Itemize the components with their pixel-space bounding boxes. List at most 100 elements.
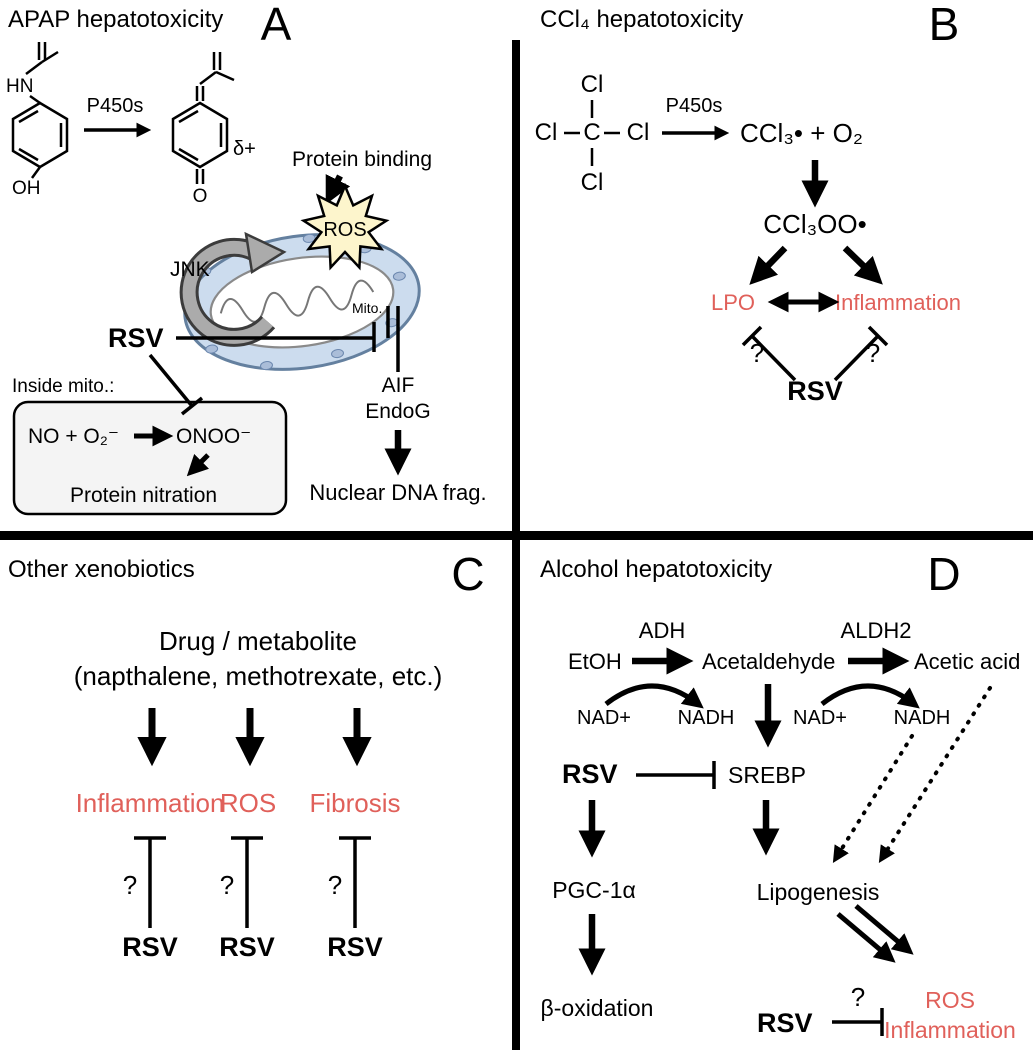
panel-c-target-fibrosis: Fibrosis [309, 788, 400, 818]
panel-dividers [0, 40, 1033, 1050]
panel-c-rsv-2: RSV [219, 932, 275, 962]
panel-d-letter: D [927, 548, 960, 600]
drug-metabolite-line1: Drug / metabolite [159, 626, 357, 656]
panel-a: APAP hepatotoxicity A OH HN P450s [6, 0, 487, 516]
napqi-o-label: O [193, 186, 208, 207]
panel-c-rsv-3: RSV [327, 932, 383, 962]
inside-mito-box [12, 400, 288, 516]
panel-b-inflammation-label: Inflammation [835, 290, 961, 315]
panel-b-rsv-inhibit-lpo [741, 325, 797, 382]
ccl4-c-center: C [583, 119, 600, 146]
acetic-acid-label: Acetic acid [914, 649, 1020, 674]
ccl4-cl-bottom: Cl [581, 169, 604, 196]
ccl3oo-label: CCl₃OO• [763, 209, 866, 239]
apap-oh-label: OH [12, 178, 41, 199]
panel-d-ros-label: ROS [925, 987, 975, 1013]
ros-label: ROS [323, 219, 366, 241]
ccl4-structure: Cl Cl C Cl Cl [535, 71, 650, 196]
ccl4-cl-top: Cl [581, 71, 604, 98]
ccl4-cl-right: Cl [627, 119, 650, 146]
panel-b-q-right: ? [866, 338, 880, 368]
lipogenesis-ros-double-arrow [836, 904, 914, 963]
aldh2-label: ALDH2 [841, 618, 912, 643]
divider-horizontal [0, 531, 1033, 540]
aif-release-line [386, 306, 400, 372]
panel-c-inhibit-3 [339, 836, 371, 928]
lipogenesis-label: Lipogenesis [757, 879, 880, 905]
panel-b-rsv-inhibit-inflammation [833, 325, 889, 382]
beta-oxidation-label: β-oxidation [541, 995, 654, 1021]
inside-mito-label: Inside mito.: [12, 376, 114, 397]
protein-binding-label: Protein binding [292, 148, 432, 171]
panel-d-q: ? [851, 982, 865, 1012]
panel-a-rsv-inhibit-onoo [148, 353, 204, 416]
panel-c-letter: C [451, 548, 484, 600]
nitration-arrow [186, 453, 210, 477]
panel-c-q-2: ? [220, 870, 234, 900]
acetaldehyde-label: Acetaldehyde [702, 649, 835, 674]
nad-arc-1 [604, 683, 704, 709]
panel-c-q-3: ? [328, 870, 342, 900]
panel-d-inflammation-label: Inflammation [884, 1017, 1016, 1043]
nadh-dotted-arrow-2 [878, 686, 992, 863]
nad-plus-label-1: NAD+ [577, 707, 631, 729]
jnk-arrowhead [244, 231, 287, 275]
lpo-arrow [749, 245, 788, 285]
panel-d-rsv-1: RSV [562, 759, 618, 789]
etoh-label: EtOH [568, 649, 622, 674]
panel-b-p450s-label: P450s [666, 95, 723, 117]
rsv-inhibit-ros [832, 1008, 884, 1036]
rsv-inhibit-srebp [636, 761, 716, 789]
panel-d: Alcohol hepatotoxicity D ADH ALDH2 EtOH … [540, 548, 1020, 1043]
panel-c-target-inflammation: Inflammation [76, 788, 225, 818]
divider-vertical-bottom [512, 540, 520, 1050]
panel-a-title: APAP hepatotoxicity [8, 6, 223, 33]
endog-label: EndoG [365, 400, 430, 423]
apap-structure: OH HN [6, 42, 69, 199]
panel-d-title: Alcohol hepatotoxicity [540, 556, 772, 583]
protein-nitration-label: Protein nitration [70, 484, 217, 507]
panel-a-rsv-inhibit-line [176, 322, 376, 352]
nad-plus-label-2: NAD+ [793, 707, 847, 729]
panel-c-rsv-1: RSV [122, 932, 178, 962]
nadh-label-2: NADH [894, 707, 951, 729]
panel-b-rsv-label: RSV [787, 376, 843, 406]
adh-label: ADH [639, 618, 685, 643]
no-o2-label: NO + O₂⁻ [28, 425, 119, 448]
panel-b-q-left: ? [750, 338, 764, 368]
panel-c-inhibit-1 [134, 836, 166, 928]
srebp-label: SREBP [728, 762, 806, 788]
panel-b-letter: B [929, 0, 960, 50]
panel-b-title: CCl₄ hepatotoxicity [540, 6, 743, 33]
panel-c-title: Other xenobiotics [8, 556, 195, 583]
lpo-label: LPO [711, 290, 755, 315]
panel-a-p450s-label: P450s [87, 95, 144, 117]
delta-plus-label: δ+ [233, 138, 256, 160]
ccl4-cl-left: Cl [535, 119, 558, 146]
apap-hn-label: HN [6, 76, 33, 97]
panel-c-target-ros: ROS [220, 788, 276, 818]
drug-metabolite-line2: (napthalene, methotrexate, etc.) [74, 661, 443, 691]
panel-c: Other xenobiotics C Drug / metabolite (n… [8, 548, 485, 962]
panel-c-q-1: ? [123, 870, 137, 900]
pgc1a-label: PGC-1α [552, 877, 636, 903]
ccl3-radical-label: CCl₃• + O₂ [740, 118, 863, 148]
jnk-label: JNK [170, 258, 210, 281]
protein-binding-arrow [325, 174, 351, 205]
napqi-structure: O δ+ [171, 52, 256, 207]
panel-d-rsv-2: RSV [757, 1008, 813, 1038]
nadh-label-1: NADH [678, 707, 735, 729]
ros-star [300, 182, 390, 271]
nuclear-dna-label: Nuclear DNA frag. [309, 480, 486, 505]
aif-label: AIF [382, 374, 415, 397]
mito-label: Mito. [352, 300, 382, 316]
onoo-label: ONOO⁻ [176, 425, 251, 448]
divider-vertical-top [512, 40, 520, 532]
nad-arc-2 [820, 683, 920, 709]
panel-a-rsv-label: RSV [108, 323, 164, 353]
panel-b: CCl₄ hepatotoxicity B Cl Cl C Cl Cl P450… [535, 0, 961, 406]
nadh-dotted-arrow-1 [832, 734, 914, 863]
panel-a-letter: A [261, 0, 292, 50]
